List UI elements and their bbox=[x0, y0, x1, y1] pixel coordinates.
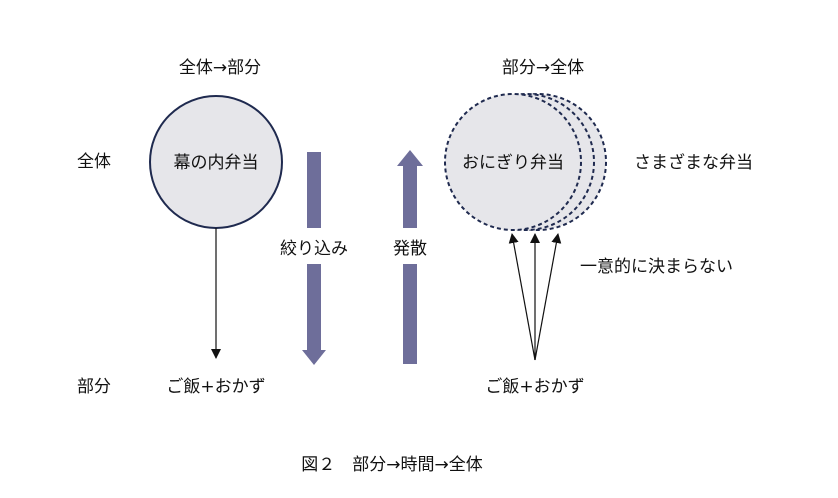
fan-arrows bbox=[508, 233, 562, 361]
right-bottom-label: ご飯+おかず bbox=[485, 377, 584, 397]
not-unique-label: 一意的に決まらない bbox=[580, 257, 733, 277]
diverge-block-arrow bbox=[397, 150, 423, 364]
figure-caption: 図２ 部分→時間→全体 bbox=[301, 455, 483, 475]
narrow-label: 絞り込み bbox=[280, 239, 348, 259]
row-label-whole: 全体 bbox=[77, 152, 111, 172]
various-label: さまざまな弁当 bbox=[634, 152, 753, 173]
left-circle-label: 幕の内弁当 bbox=[174, 153, 259, 173]
fan-arrow-left bbox=[508, 233, 536, 361]
right-heading: 部分→全体 bbox=[502, 58, 584, 78]
left-heading: 全体→部分 bbox=[179, 58, 261, 78]
narrow-block-arrow bbox=[302, 152, 326, 365]
row-label-part: 部分 bbox=[77, 377, 111, 397]
various-bento-circles bbox=[444, 93, 607, 231]
right-circle-label: おにぎり弁当 bbox=[462, 153, 564, 173]
left-bottom-label: ご飯+おかず bbox=[166, 377, 265, 397]
dashed-circle-front bbox=[444, 93, 582, 231]
diverge-label: 発散 bbox=[393, 239, 427, 259]
fan-arrow-right bbox=[534, 233, 562, 361]
